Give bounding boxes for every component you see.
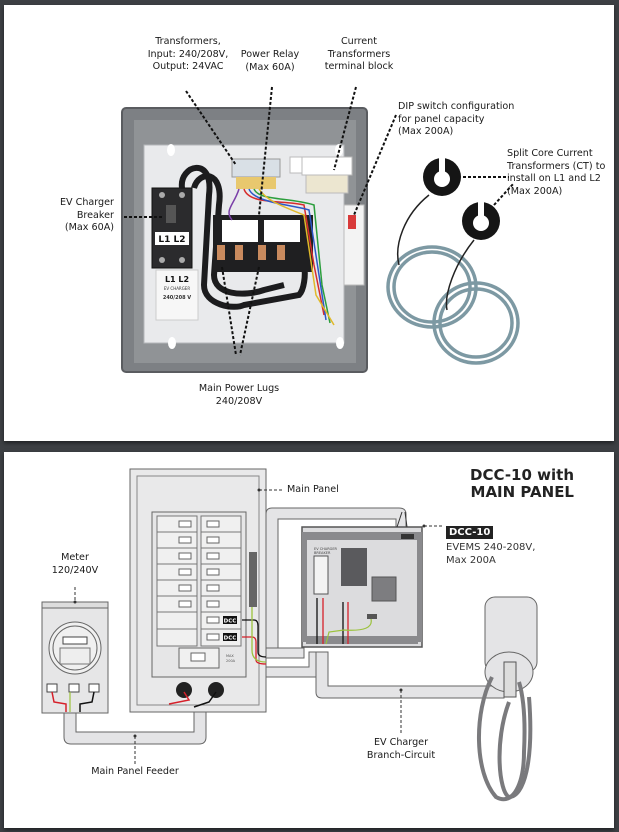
ct-cable-coils xyxy=(386,194,520,365)
power-cables xyxy=(178,164,308,310)
panel-to-dcc-conduit xyxy=(265,507,505,699)
dcc10-callout: DCC-10 EVEMS 240-208V, Max 200A xyxy=(446,520,535,567)
callout-power-relay: Power Relay (Max 60A) xyxy=(240,49,300,73)
ev-charger-label: L1 L2 EV CHARGER 240/208 V xyxy=(155,269,199,321)
svg-text:DCC: DCC xyxy=(224,619,237,625)
svg-text:EV CHARGER: EV CHARGER xyxy=(314,547,338,551)
callout-split-core-ct: Split Core Current Transformers (CT) to … xyxy=(507,148,606,197)
main-panel: DCC DCC MAX 200A xyxy=(129,468,267,713)
ev-charger xyxy=(477,596,538,802)
diagram-title: DCC-10 with MAIN PANEL xyxy=(424,467,574,501)
callout-meter: Meter 120/240V xyxy=(51,552,99,576)
diagram-title-text: DCC-10 with MAIN PANEL xyxy=(470,466,574,501)
ground-bar xyxy=(249,552,257,607)
callout-transformers: Transformers, Input: 240/208V, Output: 2… xyxy=(147,36,229,72)
main-panel-wiring-diagram: DCC DCC MAX 200A xyxy=(41,468,538,802)
svg-text:DCC: DCC xyxy=(224,636,237,642)
svg-text:BREAKER: BREAKER xyxy=(314,551,331,555)
power-relays xyxy=(213,215,313,272)
callout-main-power-lugs: Main Power Lugs 240/208V xyxy=(198,383,280,407)
dip-switch-board xyxy=(343,204,365,286)
page-photo: L1 L2 L1 L2 EV CHARGER 240/208 V xyxy=(4,5,614,441)
ct-terminal-block xyxy=(289,156,353,194)
transformer xyxy=(231,158,281,189)
dcc10-photo-illustration: L1 L2 L1 L2 EV CHARGER 240/208 V xyxy=(121,86,520,373)
dcc10-badge: DCC-10 xyxy=(446,526,494,539)
split-core-ct-1 xyxy=(423,158,461,196)
page-wiring-diagram: DCC DCC MAX 200A xyxy=(4,452,614,828)
main-panel-feeder-conduit xyxy=(63,711,207,745)
svg-text:L1 L2: L1 L2 xyxy=(165,275,189,284)
callout-lines xyxy=(74,489,444,764)
svg-text:EV CHARGER: EV CHARGER xyxy=(164,286,190,291)
dcc-breaker-tags: DCC DCC xyxy=(223,616,237,642)
callout-ct-terminal-block: Current Transformers terminal block xyxy=(324,36,394,72)
callout-dip-switch: DIP switch configuration for panel capac… xyxy=(398,101,515,137)
meter xyxy=(41,601,109,714)
svg-text:200A: 200A xyxy=(226,659,236,663)
split-core-ct-2 xyxy=(462,202,500,240)
callout-main-panel: Main Panel xyxy=(287,484,339,495)
dcc10-description: EVEMS 240-208V, Max 200A xyxy=(446,542,536,566)
ev-charger-breaker: L1 L2 xyxy=(151,187,193,269)
callout-main-panel-feeder: Main Panel Feeder xyxy=(91,766,179,777)
dcc10-unit: EV CHARGER BREAKER xyxy=(301,511,423,648)
svg-text:MAX: MAX xyxy=(226,654,234,658)
svg-text:240/208 V: 240/208 V xyxy=(163,295,191,301)
branch-breaker-handles xyxy=(178,520,220,641)
breaker-l1l2-text: L1 L2 xyxy=(158,235,185,245)
leader-lines xyxy=(124,86,515,356)
callout-ev-branch-circuit: EV Charger Branch-Circuit xyxy=(366,737,436,761)
control-wires xyxy=(228,188,335,326)
callout-ev-charger-breaker: EV Charger Breaker (Max 60A) xyxy=(59,197,114,233)
callout-dots xyxy=(73,488,426,738)
